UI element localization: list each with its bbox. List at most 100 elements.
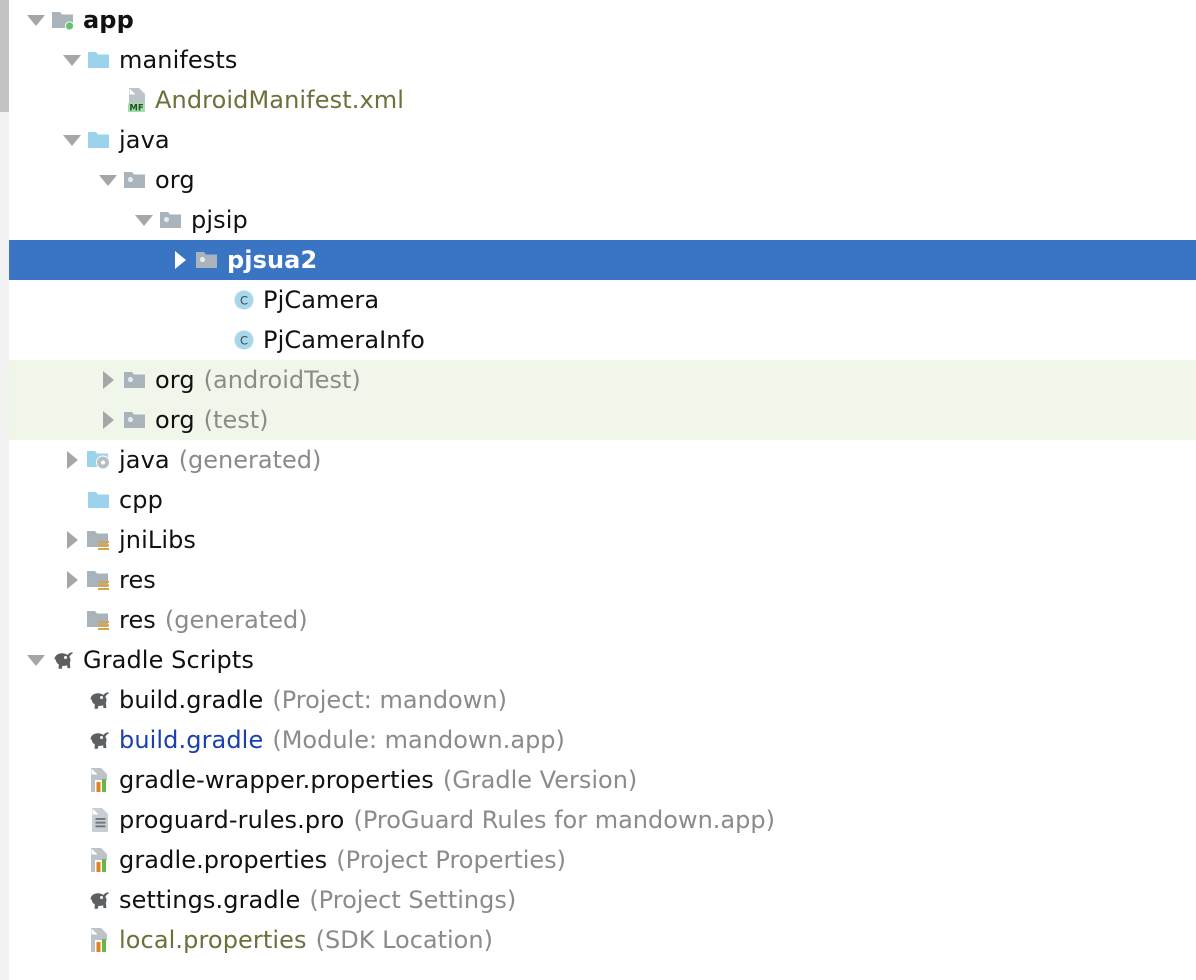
tree-row-suffix: (SDK Location) — [315, 926, 493, 954]
tree-row-suffix: (Gradle Version) — [442, 766, 638, 794]
tree-row-label: pjsip — [191, 206, 248, 234]
tree-row[interactable]: cpp — [9, 480, 1196, 520]
package-folder-icon — [121, 365, 151, 395]
svg-text:C: C — [240, 293, 248, 307]
tree-row-label: AndroidManifest.xml — [155, 86, 404, 114]
tree-row[interactable]: app — [9, 0, 1196, 40]
text-file-icon — [85, 805, 115, 835]
gradle-elephant-icon — [49, 645, 79, 675]
expander-spacer — [59, 760, 85, 800]
tree-row-label: manifests — [119, 46, 238, 74]
expander-spacer — [203, 320, 229, 360]
tree-row-label: build.gradle — [119, 726, 264, 754]
tree-row-label: app — [83, 6, 134, 34]
chevron-right-icon[interactable] — [167, 240, 193, 280]
tree-row-label: build.gradle — [119, 686, 264, 714]
tree-row[interactable]: gradle.properties (Project Properties) — [9, 840, 1196, 880]
tree-row-suffix: (ProGuard Rules for mandown.app) — [353, 806, 775, 834]
tree-row-label: java — [119, 446, 170, 474]
tree-row-label: Gradle Scripts — [83, 646, 254, 674]
chevron-down-icon[interactable] — [59, 40, 85, 80]
tree-row[interactable]: manifests — [9, 40, 1196, 80]
tree-row-label: org — [155, 406, 195, 434]
tree-row-label: org — [155, 166, 195, 194]
properties-file-icon — [85, 845, 115, 875]
expander-spacer — [59, 800, 85, 840]
expander-spacer — [203, 280, 229, 320]
generated-java-folder-icon — [85, 445, 115, 475]
chevron-down-icon[interactable] — [23, 0, 49, 40]
tree-row-label: res — [119, 606, 156, 634]
chevron-right-icon[interactable] — [59, 520, 85, 560]
gradle-elephant-icon — [85, 885, 115, 915]
tree-row[interactable]: C PjCameraInfo — [9, 320, 1196, 360]
tree-row-suffix: (Project Settings) — [309, 886, 517, 914]
tree-row[interactable]: java (generated) — [9, 440, 1196, 480]
tree-row[interactable]: org(androidTest) — [9, 360, 1196, 400]
tree-row[interactable]: build.gradle (Project: mandown) — [9, 680, 1196, 720]
chevron-right-icon[interactable] — [59, 560, 85, 600]
tree-row[interactable]: jniLibs — [9, 520, 1196, 560]
tree-row-suffix: (generated) — [164, 606, 308, 634]
tree-row-label: res — [119, 566, 156, 594]
vertical-scrollbar[interactable] — [0, 0, 9, 980]
java-class-icon: C — [229, 325, 259, 355]
tree-row[interactable]: org — [9, 160, 1196, 200]
tree-row[interactable]: pjsip — [9, 200, 1196, 240]
gradle-elephant-icon — [85, 725, 115, 755]
expander-spacer — [59, 600, 85, 640]
expander-spacer — [59, 680, 85, 720]
tree-row-suffix: (Project: mandown) — [272, 686, 507, 714]
res-folder-icon — [85, 525, 115, 555]
chevron-right-icon[interactable] — [95, 400, 121, 440]
tree-row-label: cpp — [119, 486, 163, 514]
expander-spacer — [59, 720, 85, 760]
tree-row-label: gradle.properties — [119, 846, 328, 874]
tree-row[interactable]: settings.gradle(Project Settings) — [9, 880, 1196, 920]
tree-row-suffix: (Project Properties) — [336, 846, 567, 874]
gradle-elephant-icon — [85, 685, 115, 715]
tree-row[interactable]: proguard-rules.pro(ProGuard Rules for ma… — [9, 800, 1196, 840]
res-folder-icon — [85, 605, 115, 635]
chevron-down-icon[interactable] — [23, 640, 49, 680]
tree-row[interactable]: res (generated) — [9, 600, 1196, 640]
tree-row[interactable]: gradle-wrapper.properties (Gradle Version… — [9, 760, 1196, 800]
tree-row[interactable]: org (test) — [9, 400, 1196, 440]
tree-row-label: gradle-wrapper.properties — [119, 766, 434, 794]
tree-row-label: PjCameraInfo — [263, 326, 425, 354]
tree-row[interactable]: res — [9, 560, 1196, 600]
res-folder-icon — [85, 565, 115, 595]
tree-row-suffix: (Module: mandown.app) — [272, 726, 565, 754]
package-folder-icon — [121, 165, 151, 195]
blue-folder-icon — [85, 125, 115, 155]
svg-text:C: C — [240, 333, 248, 347]
tree-row[interactable]: build.gradle (Module: mandown.app) — [9, 720, 1196, 760]
java-class-icon: C — [229, 285, 259, 315]
tree-row[interactable]: local.properties (SDK Location) — [9, 920, 1196, 960]
tree-row-label: local.properties — [119, 926, 307, 954]
tree-row-suffix: (generated) — [178, 446, 322, 474]
tree-row-label: java — [119, 126, 170, 154]
chevron-down-icon[interactable] — [95, 160, 121, 200]
tree-row-label: jniLibs — [119, 526, 197, 554]
chevron-right-icon[interactable] — [59, 440, 85, 480]
manifest-file-icon: MF — [121, 85, 151, 115]
module-folder-icon — [49, 5, 79, 35]
blue-folder-icon — [85, 485, 115, 515]
package-folder-icon — [121, 405, 151, 435]
tree-row[interactable]: java — [9, 120, 1196, 160]
tree-row-suffix: (test) — [203, 406, 269, 434]
tree-row[interactable]: Gradle Scripts — [9, 640, 1196, 680]
chevron-down-icon[interactable] — [131, 200, 157, 240]
package-folder-icon — [193, 245, 223, 275]
chevron-right-icon[interactable] — [95, 360, 121, 400]
properties-file-icon — [85, 765, 115, 795]
scrollbar-thumb[interactable] — [0, 0, 9, 112]
tree-row[interactable]: pjsua2 — [9, 240, 1196, 280]
chevron-down-icon[interactable] — [59, 120, 85, 160]
expander-spacer — [59, 480, 85, 520]
